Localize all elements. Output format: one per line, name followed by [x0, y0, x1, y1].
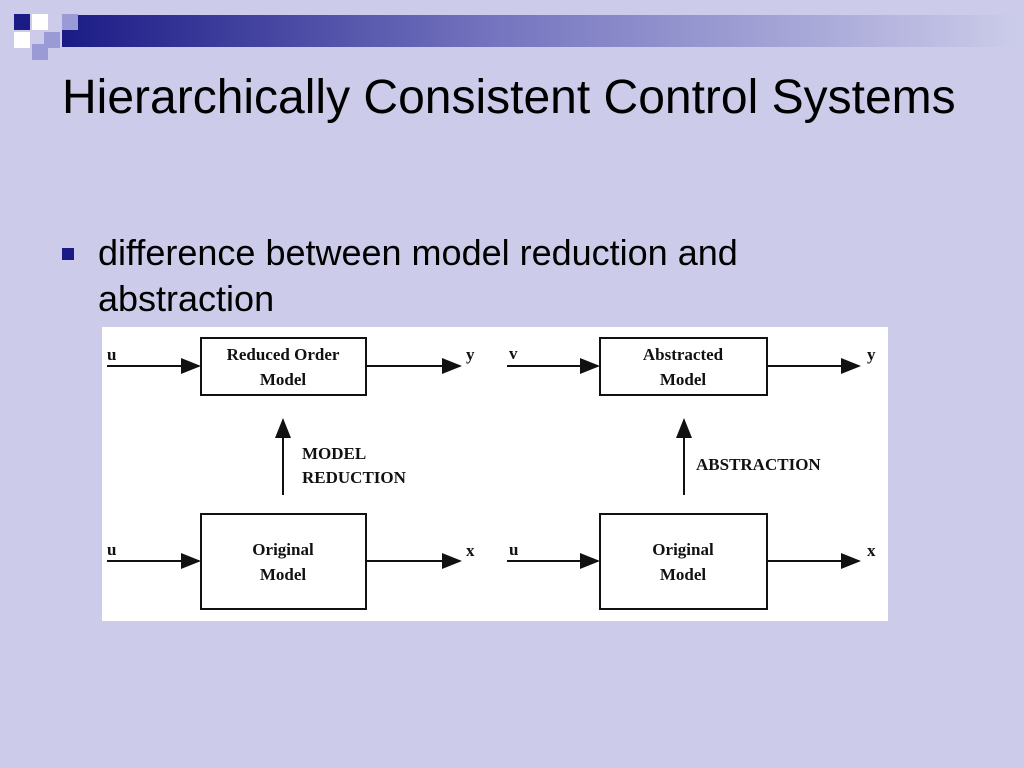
bullet-square-icon [62, 248, 74, 260]
left-top-box-line1: Reduced Order [227, 345, 340, 364]
left-top-input-label: u [107, 345, 116, 364]
right-top-input-label: v [509, 344, 518, 363]
left-top-box-line2: Model [260, 370, 307, 389]
deco-square [14, 32, 30, 48]
right-top-output-label: y [867, 345, 876, 364]
right-bottom-box-line2: Model [660, 565, 707, 584]
right-bottom-output-label: x [867, 541, 876, 560]
left-bottom-box-line2: Model [260, 565, 307, 584]
slide-title: Hierarchically Consistent Control System… [62, 71, 956, 124]
right-top-box-line1: Abstracted [643, 345, 724, 364]
right-original-model-box [599, 513, 768, 610]
left-arrow-label-line1: MODEL [302, 444, 366, 463]
model-reduction-vs-abstraction-diagram: u Reduced Order Model y MODEL REDUCTION … [107, 337, 876, 610]
left-bottom-input-label: u [107, 540, 116, 559]
right-abstracted-model-box [599, 337, 768, 396]
right-top-box-line2: Model [660, 370, 707, 389]
diagram-figure: u Reduced Order Model y MODEL REDUCTION … [102, 327, 888, 621]
header-decoration [14, 14, 1024, 60]
left-top-output-label: y [466, 345, 475, 364]
right-bottom-box-line1: Original [652, 540, 714, 559]
left-original-model-box [200, 513, 367, 610]
deco-square [62, 14, 78, 30]
bullet-item: difference between model reduction and a… [62, 230, 962, 322]
left-arrow-label-line2: REDUCTION [302, 468, 407, 487]
bullet-text: difference between model reduction and a… [98, 232, 738, 319]
right-bottom-input-label: u [509, 540, 518, 559]
deco-square [14, 14, 30, 30]
left-bottom-output-label: x [466, 541, 475, 560]
deco-square [32, 44, 48, 60]
deco-square [32, 14, 48, 30]
right-arrow-label: ABSTRACTION [696, 455, 821, 474]
header-gradient-bar [62, 15, 1024, 47]
left-bottom-box-line1: Original [252, 540, 314, 559]
